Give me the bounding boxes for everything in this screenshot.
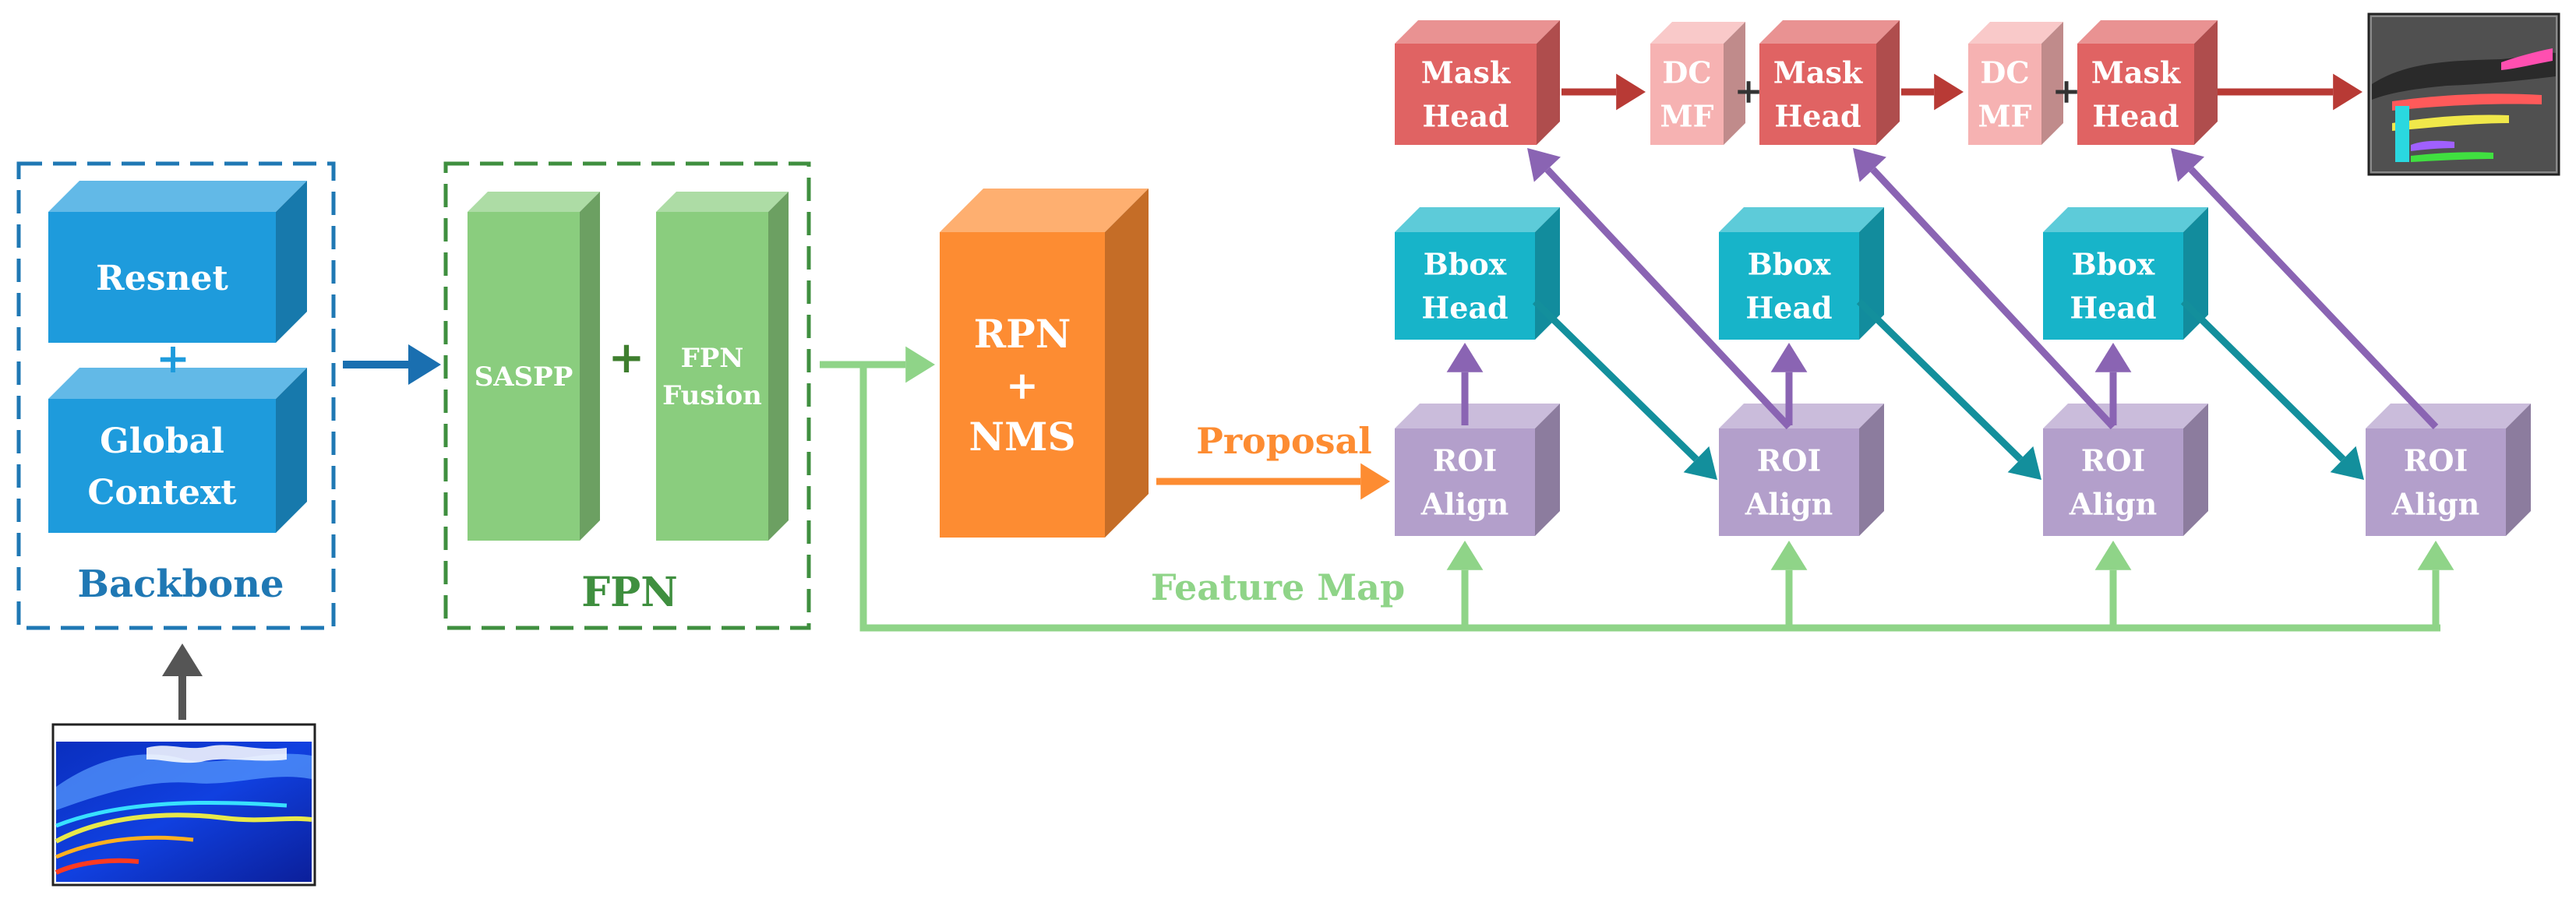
fpn-group-frame — [443, 161, 811, 630]
roi-align-block-4-label-line: Align — [2391, 487, 2480, 522]
feature-map-label: Feature Map — [1151, 566, 1405, 608]
dcmf-block-1-label-line: MF — [1660, 99, 1713, 134]
roi-align-block-2-label-line: ROI — [1757, 443, 1821, 478]
proposal-label: Proposal — [1196, 420, 1372, 462]
resnet-block-label-line: Resnet — [96, 259, 228, 298]
dcmf-plus-operator-1: + — [1734, 72, 1763, 111]
mask-head-block-1-label-line: Head — [1422, 99, 1509, 134]
rpn-nms-block-label-line: + — [1006, 362, 1039, 408]
fpn-fusion-block: FPN Fusion — [656, 192, 789, 541]
mask-head-block-3-label-line: Head — [2092, 99, 2179, 134]
roi-align-block-4: ROI Align — [2366, 404, 2531, 536]
output-segmentation-image — [2367, 12, 2560, 176]
arrow-mask2-to-dcmf2 — [1901, 73, 1964, 111]
bbox-head-block-2-label-line: Bbox — [1748, 247, 1831, 282]
roi-align-block-1-label-line: ROI — [1433, 443, 1497, 478]
dcmf-plus-operator-2: + — [2052, 72, 2081, 111]
rpn-nms-block-label-line: NMS — [969, 414, 1075, 460]
bbox-head-block-2-label-line: Head — [1745, 291, 1832, 326]
input-heatmap-image — [51, 723, 316, 887]
arrow-rpn-to-roi — [1156, 463, 1390, 500]
roi-align-block-3-label-line: Align — [2069, 487, 2158, 522]
arrow-image-to-backbone — [162, 643, 203, 720]
arrow-roi-to-bbox-1 — [1446, 343, 1484, 425]
arrow-mask3-to-output — [2218, 73, 2363, 111]
global-context-block-label-line: Context — [87, 473, 237, 513]
global-context-block-label-line: Global — [100, 421, 224, 461]
arrow-bbox-to-roi-3 — [1856, 298, 2041, 480]
arrow-bbox-to-roi-2 — [1532, 298, 1717, 480]
roi-align-block-2-label-line: Align — [1745, 487, 1833, 522]
dcmf-block-2-label-line: DC — [1980, 55, 2029, 90]
arrow-roi-to-mask-2 — [1853, 148, 2116, 430]
bbox-head-block-1-label-line: Head — [1421, 291, 1508, 326]
arrow-roi-to-mask-1 — [1527, 148, 1792, 430]
roi-align-block-1-label-line: Align — [1420, 487, 1509, 522]
dcmf-block-2: DC MF — [1968, 22, 2063, 145]
mask-head-block-3-label-line: Mask — [2091, 55, 2181, 90]
arrow-roi-to-bbox-3 — [2094, 343, 2132, 425]
resnet-block: Resnet — [48, 181, 307, 343]
dcmf-block-1-label-line: DC — [1662, 55, 1711, 90]
arrow-bbox-to-roi-4 — [2180, 298, 2364, 480]
bbox-head-block-3-label-line: Bbox — [2072, 247, 2155, 282]
arrow-feature-map-to-roi-1 — [1446, 541, 1484, 628]
roi-align-block-1: ROI Align — [1395, 404, 1560, 536]
fpn-fusion-block-label-line: Fusion — [662, 380, 762, 411]
dcmf-block-2-label-line: MF — [1978, 99, 2031, 134]
rpn-nms-block-label-line: RPN — [974, 311, 1071, 357]
dcmf-block-1: DC MF — [1650, 22, 1745, 145]
fpn-plus-operator: + — [609, 332, 645, 383]
arrow-mask1-to-dcmf1 — [1561, 73, 1646, 111]
arrow-feature-map-to-roi-4 — [2417, 541, 2454, 628]
roi-align-block-4-label-line: ROI — [2404, 443, 2468, 478]
roi-align-block-2: ROI Align — [1719, 404, 1884, 536]
bbox-head-block-1-label-line: Bbox — [1424, 247, 1507, 282]
backbone-group-label: Backbone — [77, 562, 284, 606]
mask-head-block-1-label-line: Mask — [1421, 55, 1511, 90]
mask-head-block-2-label-line: Mask — [1773, 55, 1863, 90]
backbone-group-frame — [16, 161, 336, 630]
mask-head-block-2-label-line: Head — [1774, 99, 1861, 134]
saspp-block-label-line: SASPP — [475, 361, 573, 393]
arrow-roi-to-mask-3 — [2171, 148, 2439, 430]
arrow-roi-to-bbox-2 — [1770, 343, 1808, 425]
fpn-group-label: FPN — [581, 569, 678, 616]
feature-map-bus — [859, 365, 2440, 632]
arrow-fpn-to-rpn — [820, 346, 935, 383]
roi-align-block-3: ROI Align — [2043, 404, 2208, 536]
bbox-head-block-3-label-line: Head — [2070, 291, 2156, 326]
arrow-feature-map-to-roi-3 — [2094, 541, 2132, 628]
arrow-backbone-to-fpn — [343, 344, 441, 385]
rpn-nms-block: RPN + NMS — [940, 189, 1149, 538]
fpn-fusion-block-label-line: FPN — [681, 343, 744, 374]
backbone-plus-operator: + — [156, 335, 190, 383]
saspp-block: SASPP — [468, 192, 600, 541]
roi-align-block-3-label-line: ROI — [2081, 443, 2145, 478]
arrow-feature-map-to-roi-2 — [1770, 541, 1808, 628]
